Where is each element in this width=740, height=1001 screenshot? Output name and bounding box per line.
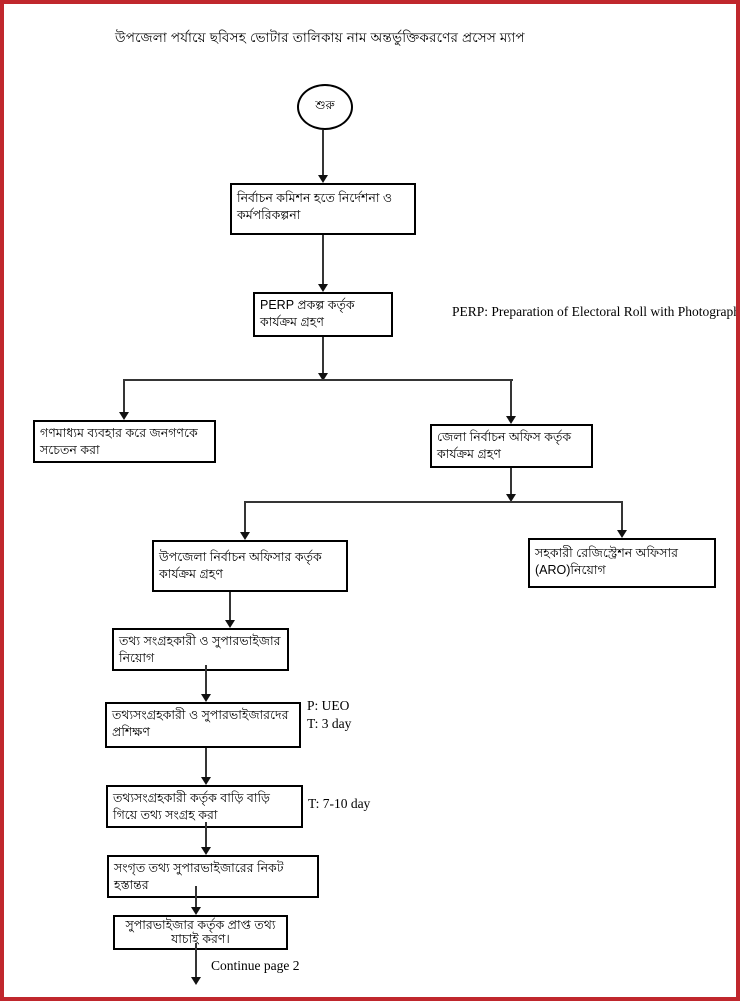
branch-line bbox=[124, 379, 513, 381]
connector-line bbox=[621, 501, 623, 531]
node-perp-project: PERP প্রকল্প কর্তৃক কার্যক্রম গ্রহণ bbox=[253, 292, 393, 337]
arrowhead-down-icon bbox=[201, 847, 211, 855]
connector-line bbox=[195, 943, 197, 978]
arrowhead-down-icon bbox=[506, 494, 516, 502]
connector-line bbox=[205, 665, 207, 695]
node-ec-directive: নির্বাচন কমিশন হতে নির্দেশনা ও কর্মপরিকল… bbox=[230, 183, 416, 235]
connector-line bbox=[322, 337, 324, 374]
training-time-note: T: 3 day bbox=[307, 716, 352, 732]
node-training: তথ্যসংগ্রহকারী ও সুপারভাইজারদের প্রশিক্ষ… bbox=[105, 702, 301, 748]
node-mass-media: গণমাধ্যম ব্যবহার করে জনগণকে সচেতন করা bbox=[33, 420, 216, 463]
continue-note: Continue page 2 bbox=[211, 958, 300, 973]
arrowhead-down-icon bbox=[318, 373, 328, 381]
perp-definition-note: PERP: Preparation of Electoral Roll with… bbox=[452, 304, 740, 319]
training-note: P: UEO T: 3 day bbox=[307, 697, 351, 733]
arrowhead-down-icon bbox=[617, 530, 627, 538]
connector-line bbox=[322, 235, 324, 285]
connector-line bbox=[244, 501, 246, 533]
node-verification: সুপারভাইজার কর্তৃক প্রাপ্ত তথ্য যাচাই কর… bbox=[113, 915, 288, 950]
connector-line bbox=[322, 130, 324, 176]
arrowhead-down-icon bbox=[318, 175, 328, 183]
arrowhead-down-icon bbox=[201, 777, 211, 785]
arrowhead-down-icon bbox=[191, 907, 201, 915]
arrowhead-down-icon bbox=[506, 416, 516, 424]
connector-line bbox=[205, 822, 207, 848]
collection-time-note: T: 7-10 day bbox=[308, 796, 371, 811]
connector-line bbox=[510, 379, 512, 417]
branch-line bbox=[245, 501, 623, 503]
page-title: উপজেলা পর্যায়ে ছবিসহ ভোটার তালিকায় নাম… bbox=[115, 30, 525, 45]
connector-line bbox=[229, 592, 231, 621]
arrowhead-down-icon bbox=[119, 412, 129, 420]
connector-line bbox=[123, 379, 125, 413]
connector-line bbox=[510, 468, 512, 495]
node-door-to-door: তথ্যসংগ্রহকারী কর্তৃক বাড়ি বাড়ি গিয়ে … bbox=[106, 785, 303, 828]
training-person-note: P: UEO bbox=[307, 698, 350, 713]
start-terminator: শুরু bbox=[297, 84, 353, 130]
node-recruit-collectors: তথ্য সংগ্রহকারী ও সুপারভাইজার নিয়োগ bbox=[112, 628, 289, 671]
node-district-office: জেলা নির্বাচন অফিস কর্তৃক কার্যক্রম গ্রহ… bbox=[430, 424, 593, 468]
start-label: শুরু bbox=[315, 98, 335, 112]
connector-line bbox=[205, 748, 207, 778]
arrowhead-down-icon bbox=[318, 284, 328, 292]
arrowhead-down-icon bbox=[225, 620, 235, 628]
arrowhead-down-icon bbox=[191, 977, 201, 985]
node-aro-appointment: সহকারী রেজিস্ট্রেশন অফিসার (ARO)নিয়োগ bbox=[528, 538, 716, 588]
node-upazila-officer: উপজেলা নির্বাচন অফিসার কর্তৃক কার্যক্রম … bbox=[152, 540, 348, 592]
arrowhead-down-icon bbox=[201, 694, 211, 702]
node-handover: সংগৃত তথ্য সুপারভাইজারের নিকট হস্তান্তর bbox=[107, 855, 319, 898]
arrowhead-down-icon bbox=[240, 532, 250, 540]
connector-line bbox=[195, 886, 197, 908]
